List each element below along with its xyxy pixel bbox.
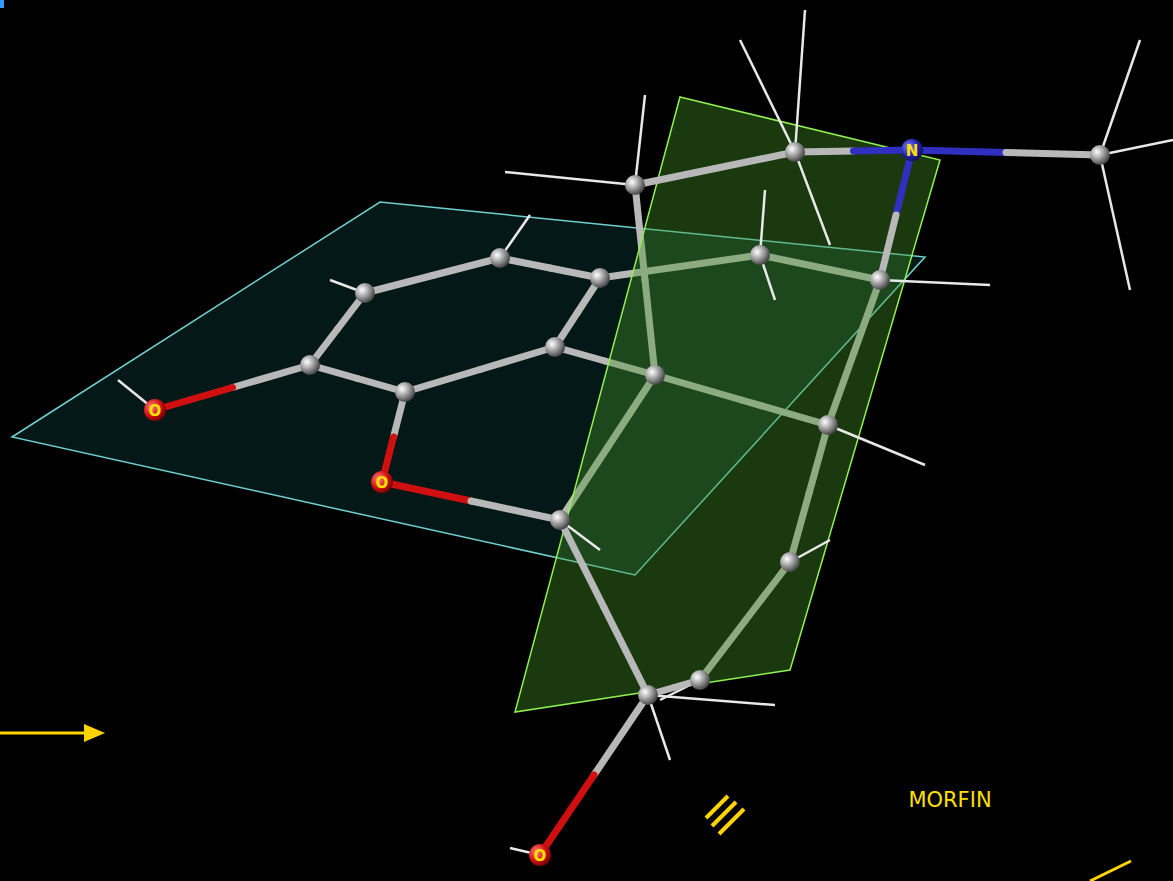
bond (912, 150, 1006, 153)
tick-mark (1090, 861, 1131, 881)
carbon-atom (638, 685, 658, 705)
hydrogen-bond (795, 10, 805, 152)
bond (233, 365, 311, 388)
carbon-atom (490, 248, 510, 268)
bond (405, 370, 480, 393)
carbon-atom (780, 552, 800, 572)
hydrogen-bond (828, 425, 925, 465)
atom-label: N (906, 144, 919, 159)
bond (382, 482, 471, 501)
atom-label: O (149, 404, 162, 419)
hydrogen-bond (635, 95, 645, 185)
bond (604, 608, 648, 696)
carbon-atom (550, 510, 570, 530)
hydrogen-bond (648, 695, 670, 760)
bonds-front (118, 10, 1173, 855)
carbon-atom (645, 365, 665, 385)
carbon-atom (545, 337, 565, 357)
arrow-head (84, 724, 105, 742)
carbon-atom (1090, 145, 1110, 165)
bond (365, 276, 433, 294)
bond (560, 520, 604, 608)
bond (880, 215, 896, 280)
oxygen-atom (144, 399, 166, 421)
arrow-shaft (0, 732, 88, 735)
hydrogen-bond (1100, 140, 1173, 155)
bond (155, 388, 233, 411)
carbon-atom (818, 415, 838, 435)
atom-label: O (376, 476, 389, 491)
carbon-atom (300, 355, 320, 375)
bond (540, 775, 594, 855)
hatch-mark (706, 796, 744, 834)
hydrogen-bond (1100, 155, 1130, 290)
bond (433, 258, 501, 276)
bond (471, 501, 560, 520)
carbon-atom (590, 268, 610, 288)
hydrogen-bond (740, 40, 795, 152)
carbon-atom (395, 382, 415, 402)
atoms (144, 139, 1110, 866)
carbon-atom (870, 270, 890, 290)
molecule-name: MORFIN (908, 790, 991, 811)
oxygen-atom (371, 471, 393, 493)
bond (1006, 153, 1100, 156)
hydrogen-bond (1100, 40, 1140, 155)
hydrogen-bond (505, 172, 635, 185)
corner-mark (0, 0, 4, 8)
hydrogen-bond (795, 152, 830, 245)
atom-label: O (534, 849, 547, 864)
carbon-atom (355, 283, 375, 303)
hydrogen-bond (880, 280, 990, 285)
bond (715, 152, 795, 169)
oxygen-atom (529, 844, 551, 866)
carbon-atom (625, 175, 645, 195)
bond (594, 695, 648, 775)
nitrogen-atom (901, 139, 923, 161)
bond (480, 347, 555, 370)
ring-plane (515, 97, 940, 712)
carbon-atom (785, 142, 805, 162)
carbon-atom (750, 245, 770, 265)
carbon-atom (690, 670, 710, 690)
bond (635, 169, 715, 186)
